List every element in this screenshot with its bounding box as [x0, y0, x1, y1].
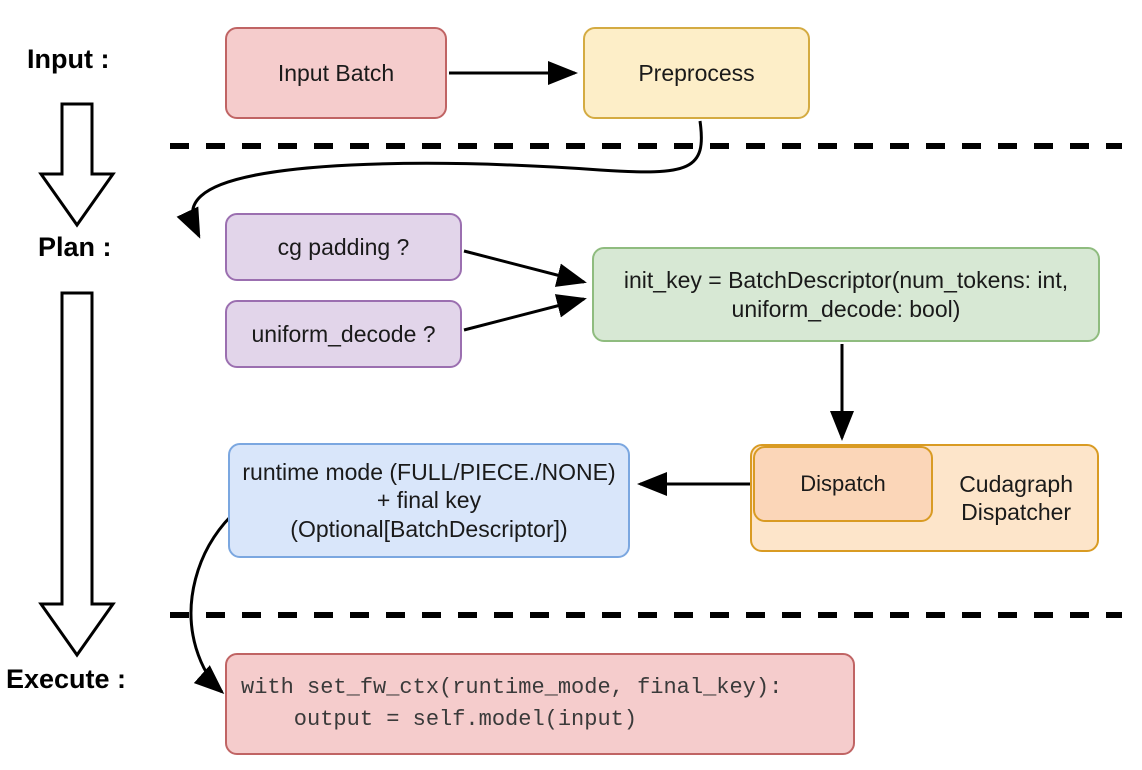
- arrow-cg-padding-to-init-key: [463, 249, 587, 287]
- plan-to-execute-block-arrow: [38, 291, 116, 658]
- node-preprocess-label: Preprocess: [638, 59, 755, 86]
- node-runtime-mode[interactable]: runtime mode (FULL/PIECE./NONE) + final …: [228, 443, 630, 558]
- node-runtime-mode-text: runtime mode (FULL/PIECE./NONE) + final …: [240, 458, 618, 542]
- node-input-batch[interactable]: Input Batch: [225, 27, 447, 119]
- node-runtime-mode-line2: + final key (Optional[BatchDescriptor]): [290, 487, 568, 542]
- node-init-key[interactable]: init_key = BatchDescriptor(num_tokens: i…: [592, 247, 1100, 342]
- node-execute-code-line2: output = self.model(input): [241, 707, 638, 732]
- node-init-key-line2: uniform_decode: bool): [731, 295, 961, 322]
- node-cudagraph-dispatcher-text: Cudagraph Dispatcher: [959, 470, 1073, 526]
- node-dispatch-label: Dispatch: [800, 470, 886, 496]
- node-init-key-line1: init_key = BatchDescriptor(num_tokens: i…: [623, 267, 1069, 294]
- node-cg-padding[interactable]: cg padding ?: [225, 213, 462, 281]
- arrow-uniform-decode-to-init-key: [463, 294, 587, 332]
- node-preprocess[interactable]: Preprocess: [583, 27, 810, 119]
- node-cg-padding-label: cg padding ?: [277, 233, 410, 260]
- node-uniform-decode-label: uniform_decode ?: [251, 320, 436, 347]
- node-execute-code-line1: with set_fw_ctx(runtime_mode, final_key)…: [241, 675, 783, 701]
- input-to-plan-block-arrow: [38, 102, 116, 228]
- node-dispatch[interactable]: Dispatch: [753, 446, 933, 522]
- node-runtime-mode-line1: runtime mode (FULL/PIECE./NONE): [242, 459, 616, 486]
- node-input-batch-label: Input Batch: [277, 59, 395, 86]
- stage-label-input: Input :: [27, 44, 110, 74]
- node-uniform-decode[interactable]: uniform_decode ?: [225, 300, 462, 368]
- node-cudagraph-dispatcher-line2: Dispatcher: [961, 499, 1072, 525]
- node-execute-code-text: with set_fw_ctx(runtime_mode, final_key)…: [241, 672, 782, 736]
- stage-label-execute: Execute :: [6, 664, 127, 694]
- node-cudagraph-dispatcher-line1: Cudagraph: [959, 470, 1073, 497]
- node-execute-code[interactable]: with set_fw_ctx(runtime_mode, final_key)…: [225, 653, 855, 755]
- stage-label-plan: Plan :: [38, 232, 112, 262]
- node-init-key-text: init_key = BatchDescriptor(num_tokens: i…: [624, 266, 1068, 322]
